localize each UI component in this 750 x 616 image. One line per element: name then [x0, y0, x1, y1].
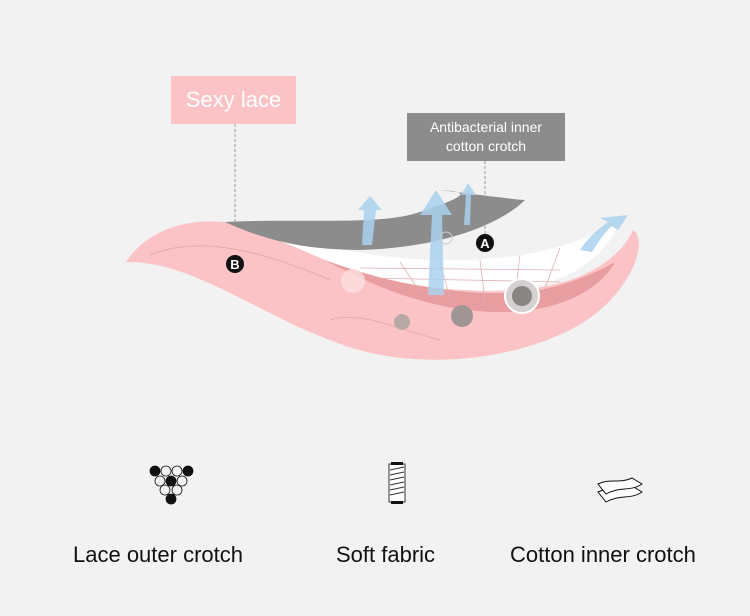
mesh-layer	[240, 220, 620, 291]
marker-a-label: A	[480, 236, 490, 251]
antibacterial-callout: Antibacterial inner cotton crotch	[407, 113, 565, 161]
inner-pink-layer	[325, 260, 615, 313]
gray-layer	[225, 190, 525, 250]
breathability-arrows	[358, 183, 628, 295]
feature-label-cotton-inner-crotch: Cotton inner crotch	[510, 542, 696, 567]
marker-b-label: B	[230, 257, 239, 272]
sexy-lace-callout: Sexy lace	[171, 76, 296, 124]
lace-layer	[126, 221, 639, 360]
thread-spool-icon	[388, 462, 406, 504]
marker-b	[226, 255, 244, 273]
cotton-layers-icon	[597, 477, 643, 503]
germ-icon	[451, 305, 473, 327]
feature-label-lace-outer-crotch: Lace outer crotch	[73, 542, 243, 567]
hexagon-lace-icon	[149, 465, 194, 505]
antibacterial-callout-line1: Antibacterial inner	[429, 119, 543, 135]
germ-icon	[394, 314, 410, 330]
antibacterial-callout-line2: cotton crotch	[445, 138, 527, 154]
marker-a	[476, 234, 494, 252]
feature-label-soft-fabric: Soft fabric	[336, 542, 436, 567]
